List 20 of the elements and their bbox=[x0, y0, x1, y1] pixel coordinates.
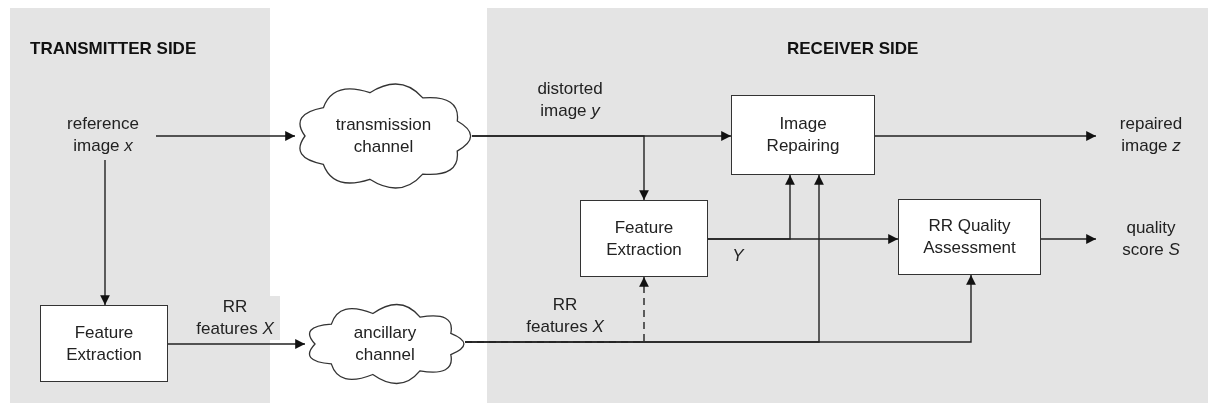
arrow bbox=[155, 131, 296, 141]
panel-heading: RECEIVER SIDE bbox=[787, 38, 919, 60]
process-box: Feature Extraction bbox=[40, 305, 168, 382]
cloud-label: transmission channel bbox=[334, 114, 433, 158]
process-box: RR Quality Assessment bbox=[898, 199, 1041, 275]
signal-text: quality score S bbox=[1096, 214, 1206, 264]
cloud-label: ancillary channel bbox=[352, 322, 418, 366]
arrow bbox=[100, 159, 110, 306]
arrow bbox=[471, 135, 649, 201]
side-panel bbox=[487, 8, 1208, 403]
panel-heading: TRANSMITTER SIDE bbox=[30, 38, 197, 60]
process-box: Feature Extraction bbox=[580, 200, 708, 277]
process-box: Image Repairing bbox=[731, 95, 875, 175]
signal-text: repaired image z bbox=[1096, 110, 1206, 160]
arrow bbox=[464, 274, 976, 343]
arrow bbox=[1040, 234, 1097, 244]
arrow bbox=[167, 339, 306, 349]
arrow bbox=[874, 131, 1097, 141]
arrow bbox=[707, 234, 899, 244]
signal-text: reference image x bbox=[50, 110, 156, 160]
